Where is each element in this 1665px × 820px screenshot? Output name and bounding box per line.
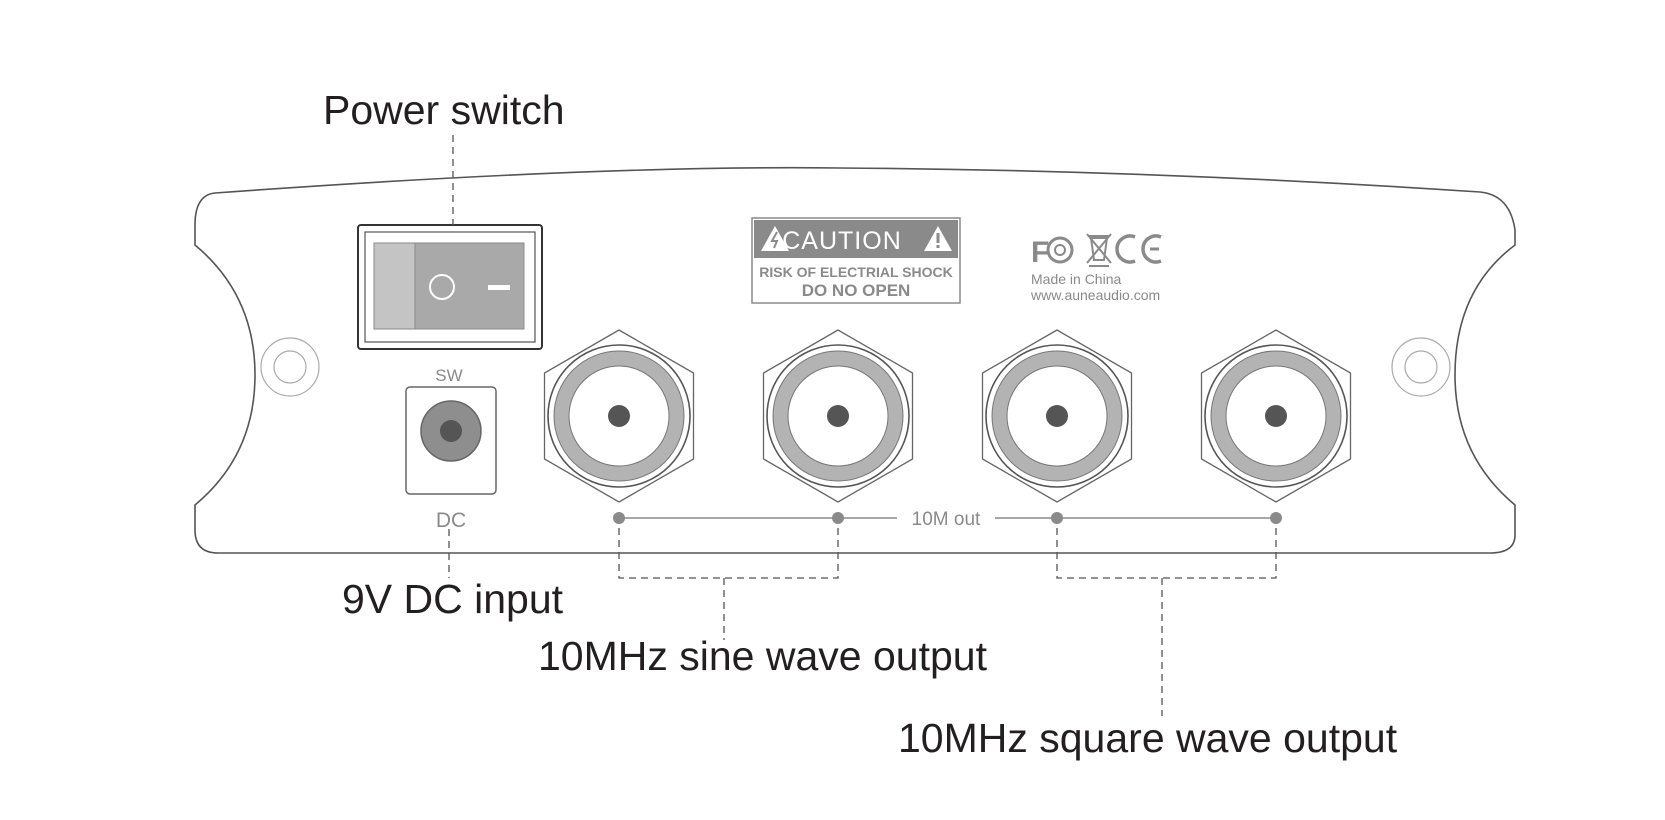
square-output-callout: 10MHz square wave output	[898, 715, 1398, 761]
weee-bin-icon	[1086, 233, 1112, 267]
sine-output-callout: 10MHz sine wave output	[538, 633, 988, 679]
ce-mark-icon	[1115, 234, 1162, 264]
power-on-symbol-icon	[488, 285, 510, 290]
made-in-label: Made in China	[1031, 271, 1121, 287]
warning-triangle-icon	[924, 226, 952, 251]
output-label: 10M out	[912, 509, 981, 530]
dc-input-callout: 9V DC input	[342, 576, 564, 622]
output-rail	[613, 512, 1282, 524]
warning-triangle-icon	[761, 226, 789, 251]
power-off-symbol-icon	[429, 274, 455, 300]
left-mounting-hole	[260, 337, 320, 397]
power-rocker-switch[interactable]	[357, 224, 543, 350]
bnc-square-output-2[interactable]	[1200, 329, 1352, 503]
fcc-mark-icon: F	[1031, 236, 1074, 269]
dc-label: DC	[436, 509, 466, 532]
right-mounting-hole	[1391, 337, 1451, 397]
power-switch-callout: Power switch	[323, 87, 565, 133]
caution-line-2: DO NO OPEN	[802, 281, 911, 300]
chassis-outline	[194, 166, 1516, 554]
dc-input-jack[interactable]	[405, 386, 497, 495]
bnc-sine-output-1[interactable]	[543, 329, 695, 503]
bnc-sine-output-2[interactable]	[762, 329, 914, 503]
caution-label: CAUTION RISK OF ELECTRIAL SHOCK DO NO OP…	[751, 217, 961, 304]
sw-label: SW	[435, 366, 462, 385]
website-label: www.auneaudio.com	[1030, 287, 1160, 303]
caution-title: CAUTION	[782, 227, 902, 255]
bnc-square-output-1[interactable]	[981, 329, 1133, 503]
svg-text:F: F	[1031, 236, 1049, 269]
caution-line-1: RISK OF ELECTRIAL SHOCK	[759, 264, 952, 280]
leader-lines	[448, 135, 1277, 716]
